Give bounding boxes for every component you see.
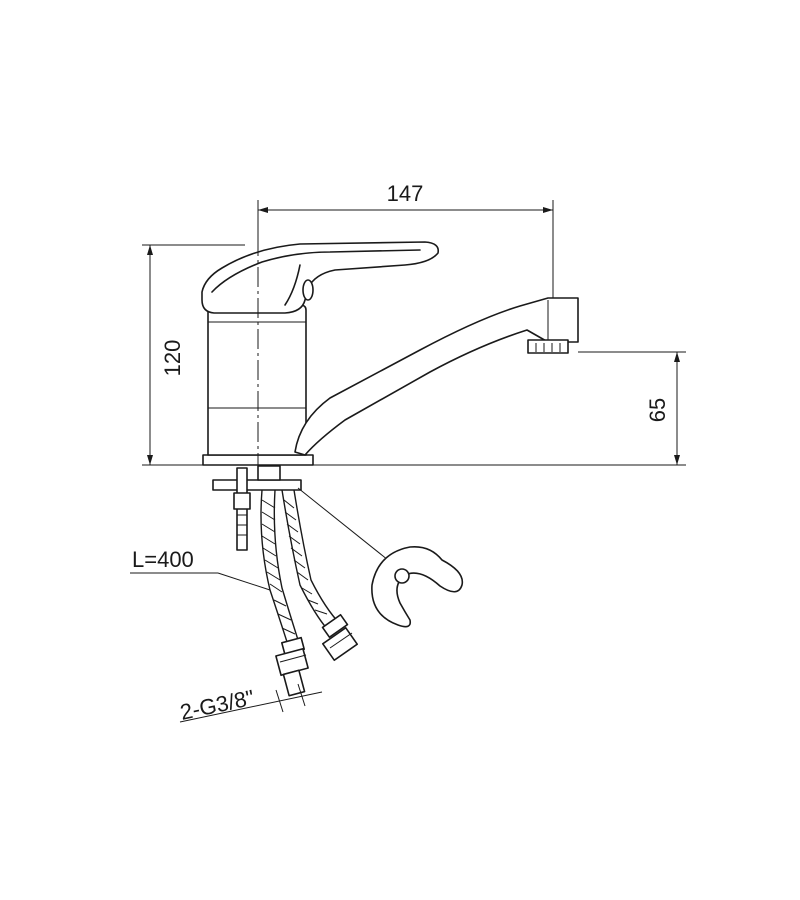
clamp-detail: [297, 487, 464, 628]
c-clamp: [371, 545, 464, 628]
annotation-thread: 2-G3/8": [178, 683, 323, 725]
hose-braid: [261, 499, 328, 635]
spout: [294, 297, 579, 456]
hose-length-label: L=400: [132, 547, 194, 572]
dimension-reach-label: 147: [387, 181, 424, 206]
annotation-hose-length: L=400: [130, 547, 271, 591]
clamp-hole: [394, 568, 410, 584]
flexible-hoses: [260, 489, 359, 697]
lever-body: [201, 241, 440, 314]
dimension-height: 120: [142, 244, 245, 466]
mounting-hardware: [212, 465, 302, 551]
thread-label: 2-G3/8": [178, 685, 257, 725]
dimension-spout-height: 65: [310, 351, 686, 466]
dimension-spout-height-label: 65: [645, 398, 670, 422]
lever-handle: [201, 241, 440, 314]
mounting-plate: [212, 479, 302, 491]
mounting-nut: [257, 465, 281, 481]
faucet-cylinder: [207, 304, 307, 456]
aerator: [527, 339, 569, 354]
spout-arm: [294, 297, 579, 456]
dimension-height-label: 120: [160, 340, 185, 377]
